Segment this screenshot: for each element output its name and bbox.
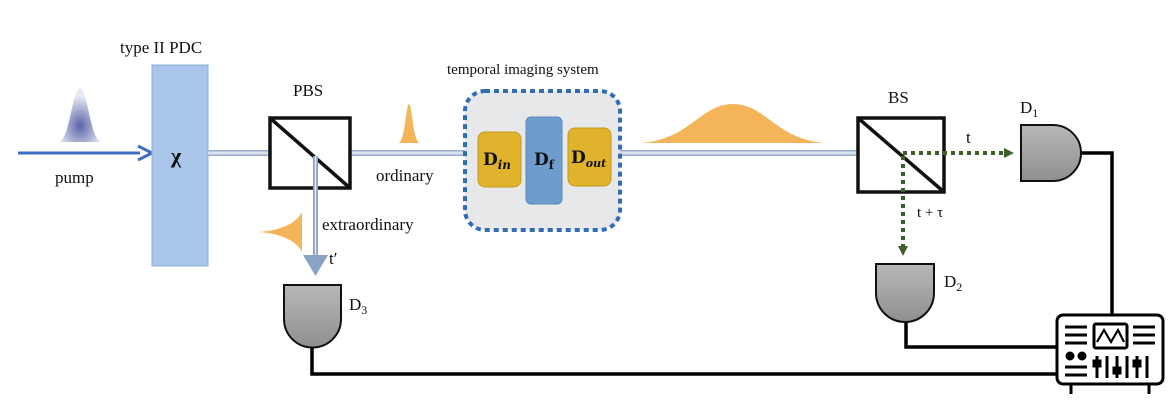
d-out-sub: out [586, 157, 606, 170]
d-f-sub: f [549, 158, 555, 172]
crystal-symbol: χ [170, 143, 182, 168]
pump-pulse [58, 88, 102, 142]
tis-title: temporal imaging system [447, 62, 599, 78]
d2-sub: 2 [956, 280, 962, 294]
d2-base: D [944, 272, 956, 291]
d-out-base: D [571, 148, 586, 168]
d1-sub: 1 [1032, 106, 1038, 120]
bs-label: BS [888, 88, 909, 107]
svg-text:Df: Df [534, 150, 555, 172]
d3-sub: 3 [361, 303, 367, 317]
d1-base: D [1020, 98, 1032, 117]
extraordinary-pulse [260, 212, 302, 252]
d3-base: D [349, 295, 361, 314]
svg-text:D3: D3 [349, 295, 367, 317]
ordinary-pulse [398, 104, 420, 143]
d-out-box: Dout [567, 127, 612, 187]
pbs-cube [268, 116, 352, 190]
svg-text:D2: D2 [944, 272, 962, 294]
t-tau-label: t + τ [917, 205, 943, 221]
detector-d3-icon [283, 284, 342, 349]
svg-text:Din: Din [483, 150, 511, 172]
extraordinary-beam [303, 156, 328, 276]
svg-text:D1: D1 [1020, 98, 1038, 120]
pump-arrow [18, 144, 156, 162]
pump-label: pump [55, 168, 94, 187]
d-f-box: Df [525, 116, 563, 205]
oscilloscope-icon [1055, 313, 1165, 394]
crystal-title: type II PDC [120, 38, 202, 57]
d-in-base: D [483, 150, 498, 170]
detector-d1-icon [1020, 124, 1082, 182]
svg-text:Dout: Dout [571, 148, 606, 170]
d-in-box: Din [477, 131, 522, 188]
detector-d2-icon [875, 263, 935, 323]
d-f-base: D [534, 150, 549, 170]
broadened-pulse [640, 104, 826, 143]
t-prime-label: t′ [329, 249, 337, 268]
extraordinary-label: extraordinary [322, 215, 414, 234]
ordinary-label: ordinary [376, 166, 434, 185]
pbs-label: PBS [293, 81, 323, 100]
t-label: t [966, 128, 971, 147]
d-in-sub: in [498, 158, 511, 172]
pdc-crystal [151, 64, 209, 267]
signal-cables [310, 151, 1114, 376]
